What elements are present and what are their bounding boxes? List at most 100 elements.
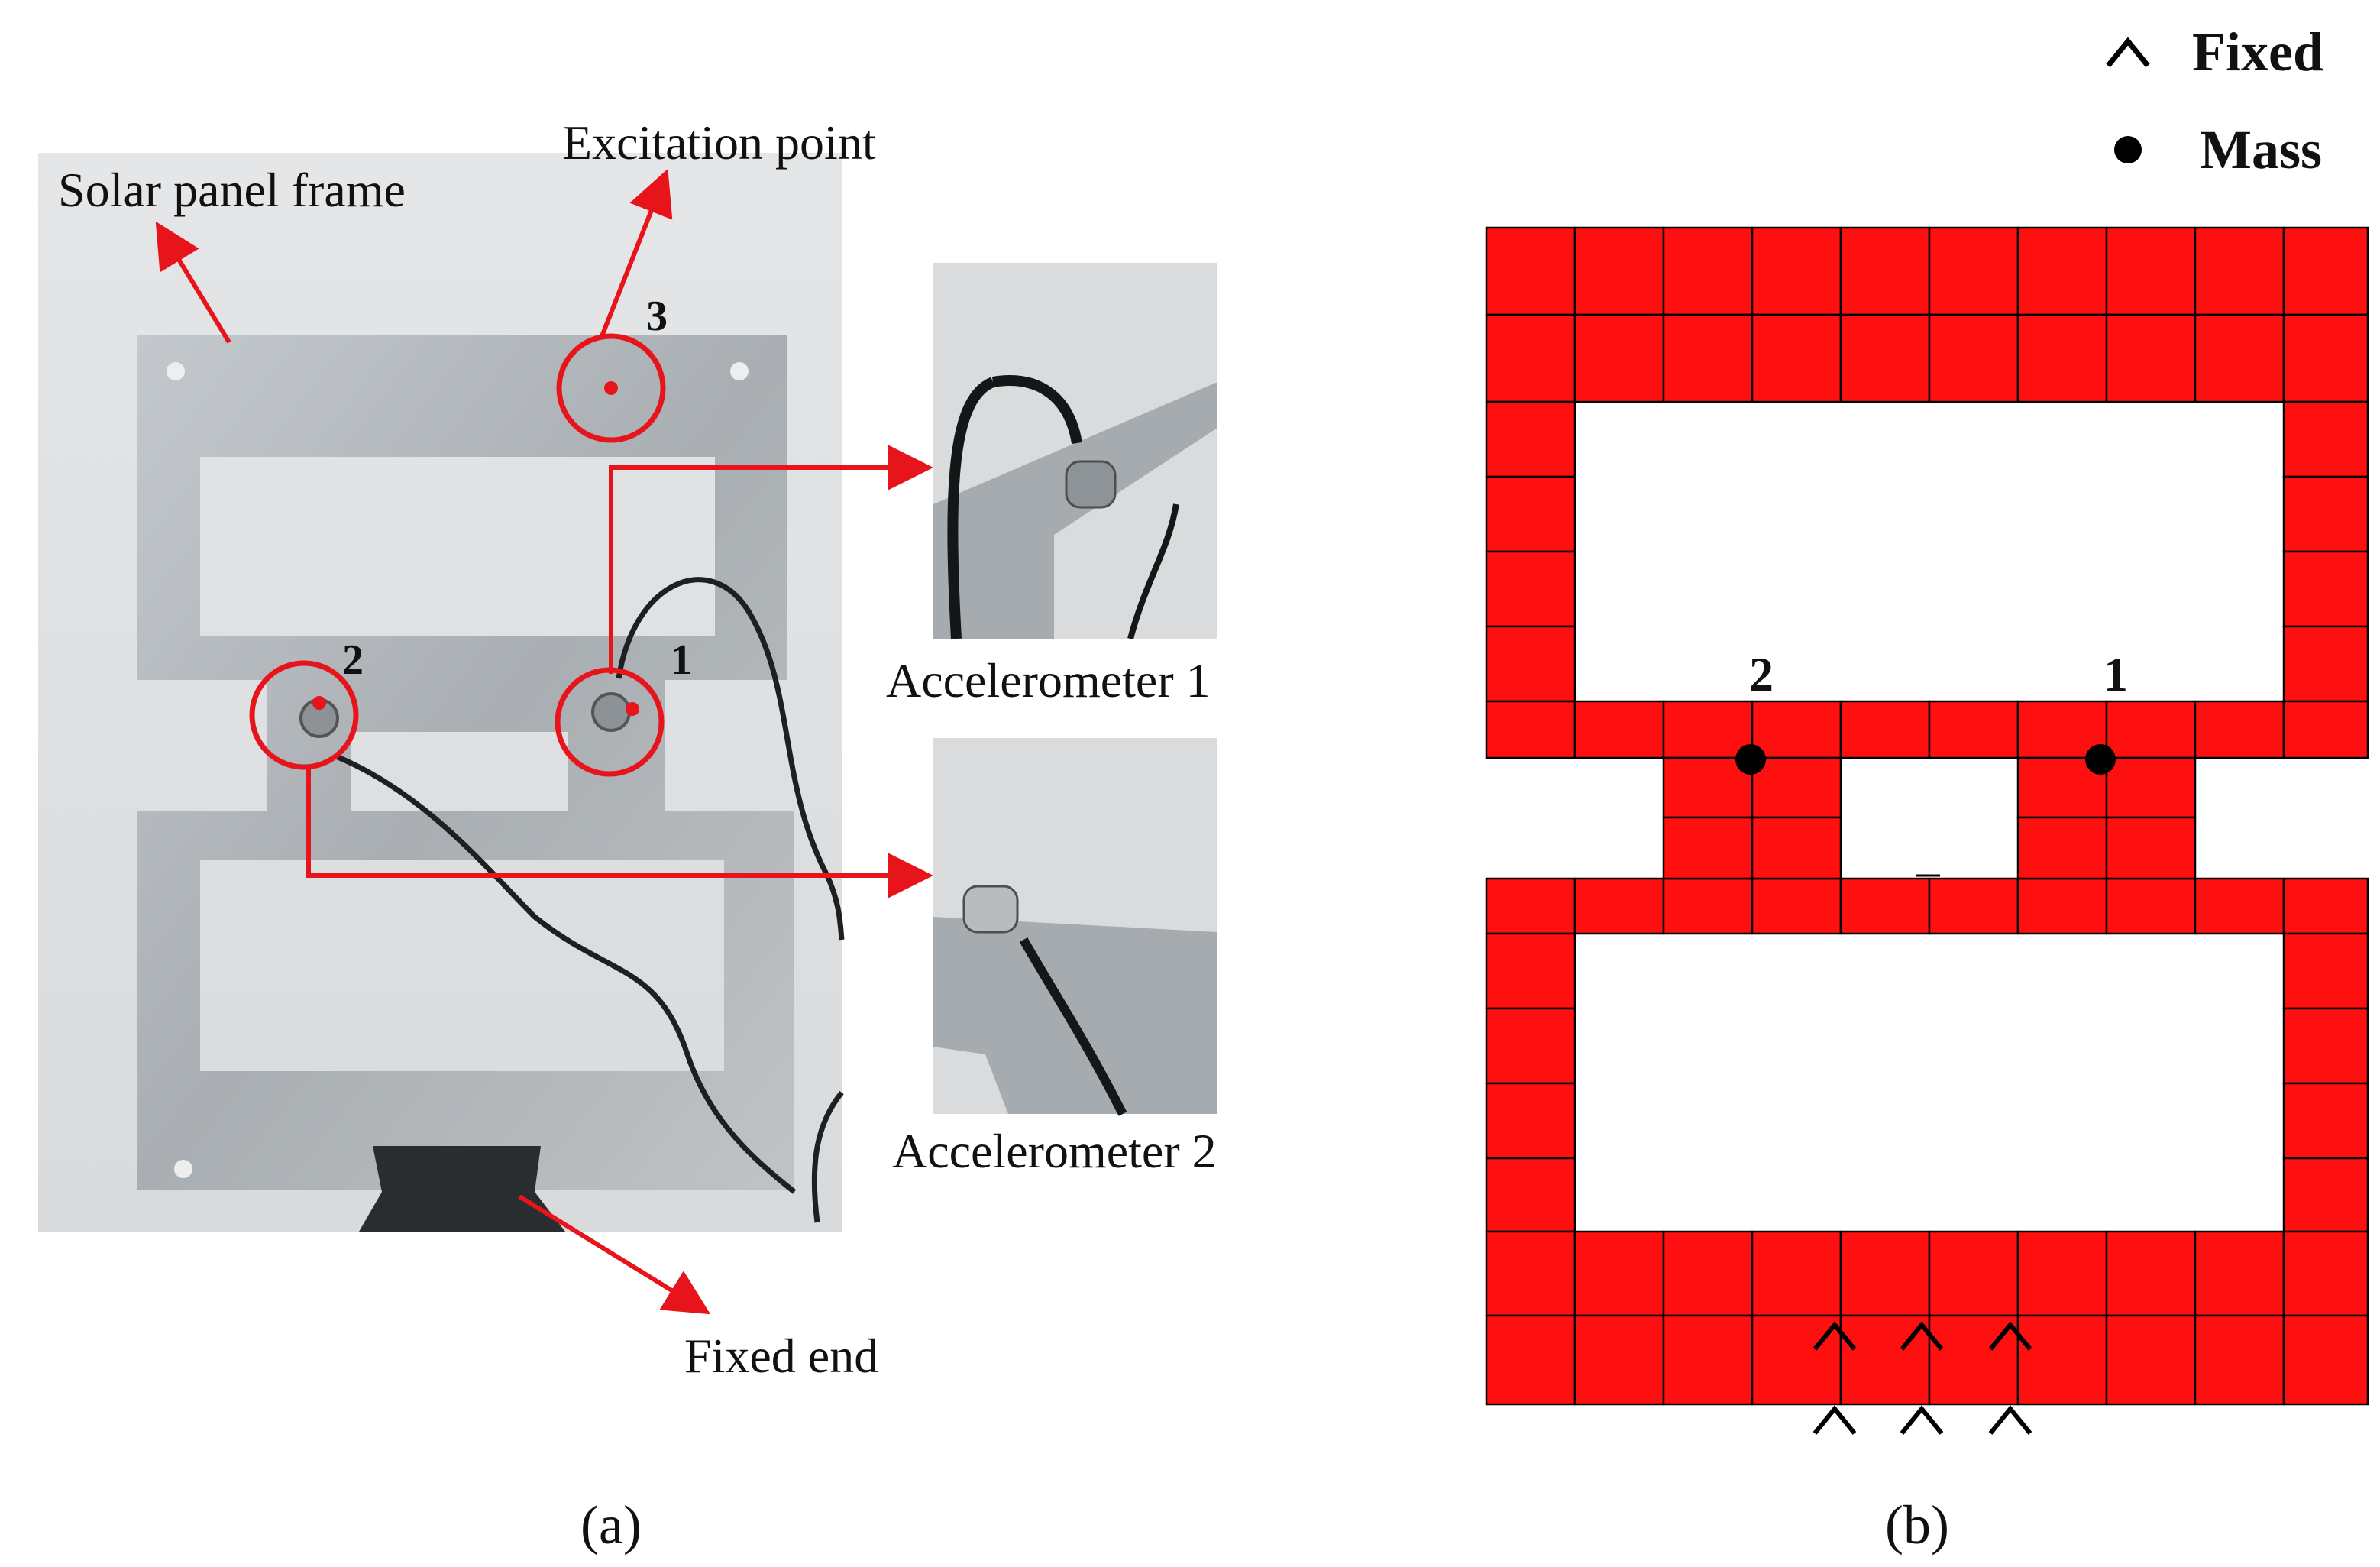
label-fixed-end: Fixed end: [684, 1329, 878, 1383]
solar-panel-frame-photo: [137, 335, 794, 1190]
mesh-element: [2282, 625, 2369, 703]
mesh-element: [1485, 1007, 1576, 1085]
point-1-dot: [626, 702, 639, 716]
mesh-element: [1839, 700, 1931, 759]
legend-mass-label: Mass: [2200, 119, 2322, 180]
mesh-element: [1928, 1230, 2019, 1317]
mesh-point-number-2: 2: [1749, 647, 1774, 701]
point-number-3: 3: [646, 293, 668, 340]
arrow-accelerometer-1: [609, 445, 933, 674]
mesh-element: [2282, 400, 2369, 478]
legend-mass-icon: [2114, 136, 2142, 163]
label-accelerometer-1: Accelerometer 1: [886, 653, 1211, 707]
mesh-element: [2105, 877, 2197, 935]
fixed-chevron: [1812, 1321, 1857, 1351]
mesh-element: [1573, 226, 1665, 316]
mesh-element: [2105, 1230, 2197, 1317]
mesh-element: [2282, 1007, 2369, 1085]
mesh-point-number-1: 1: [2104, 647, 2128, 701]
mesh-element: [2282, 313, 2369, 403]
mesh-element: [1485, 932, 1576, 1010]
mesh-element: [1751, 1314, 1842, 1406]
mesh-element: [1485, 625, 1576, 703]
mass-point-1: [2085, 744, 2116, 775]
point-number-2: 2: [342, 636, 364, 684]
fixed-chevron: [1812, 1405, 1857, 1435]
mesh-element: [2016, 877, 2108, 935]
fixed-constraints: [1812, 1321, 2032, 1435]
mesh-element: [1573, 1230, 1665, 1317]
mesh-element: [1573, 313, 1665, 403]
mesh-element: [2194, 700, 2285, 759]
mesh-element: [1485, 700, 1576, 759]
arrow-fixed-end: [518, 1194, 711, 1315]
accelerometer-2-inset: [933, 738, 1217, 1116]
mesh-element: [2282, 700, 2369, 759]
mesh-element: [1928, 700, 2019, 759]
mesh-element: [1662, 1314, 1754, 1406]
point-2-dot: [312, 696, 326, 710]
mesh-element: [2282, 1157, 2369, 1233]
accelerometer-1-sensor: [591, 692, 631, 732]
mesh-element: [1485, 1157, 1576, 1233]
mesh-element: [1485, 550, 1576, 628]
mesh-element: [1839, 313, 1931, 403]
mesh-element: [2282, 226, 2369, 316]
legend-fixed-icon: [2106, 37, 2150, 68]
mesh-element: [1751, 313, 1842, 403]
excitation-point-circle: [556, 333, 666, 443]
mesh-element: [1485, 313, 1576, 403]
mesh-element: [1839, 1230, 1931, 1317]
mesh-element: [1839, 877, 1931, 935]
caption-b: (b): [1885, 1494, 1949, 1556]
mount-hole: [174, 1160, 192, 1178]
mesh-element: [1662, 700, 1754, 759]
panel-a: 3 2 1 Solar panel frame Excitation point…: [38, 115, 1217, 1556]
mesh-element: [1928, 226, 2019, 316]
mesh-element: [1485, 1314, 1576, 1406]
panel-b: 2 1 Fixed Mass (b): [1485, 21, 2369, 1556]
mesh-element: [2194, 226, 2285, 316]
arrow-excitation-point: [600, 168, 673, 338]
mount-hole: [730, 362, 749, 380]
mesh-element: [1573, 700, 1665, 759]
mesh-element: [1485, 877, 1576, 935]
label-accelerometer-2: Accelerometer 2: [892, 1124, 1217, 1178]
mesh-element: [2016, 1230, 2108, 1317]
mesh-element: [2194, 313, 2285, 403]
mesh-element: [2282, 550, 2369, 628]
mesh-element: [1573, 877, 1665, 935]
excitation-point-dot: [604, 381, 618, 395]
mesh-element: [2016, 226, 2108, 316]
mesh-element: [2105, 700, 2197, 759]
mount-hole: [167, 362, 185, 380]
mesh-element: [2105, 756, 2197, 819]
mesh-element: [2282, 1230, 2369, 1317]
label-excitation-point: Excitation point: [562, 115, 876, 170]
mesh-element: [2016, 313, 2108, 403]
caption-a: (a): [580, 1494, 642, 1556]
mesh-element: [1485, 400, 1576, 478]
arrow-solar-panel-frame: [155, 221, 231, 344]
mesh-element: [1662, 226, 1754, 316]
mesh-element: [1662, 816, 1754, 880]
mesh-element: [1485, 1082, 1576, 1160]
label-solar-panel-frame: Solar panel frame: [58, 163, 406, 217]
mesh-element: [2105, 313, 2197, 403]
mesh-element: [1662, 756, 1754, 819]
legend: Fixed Mass: [2106, 21, 2323, 180]
mesh-element: [1751, 756, 1842, 819]
sensor-cable: [335, 753, 797, 1194]
mesh-element: [1751, 816, 1842, 880]
mesh-element: [1485, 475, 1576, 553]
sensor-cable: [811, 1090, 844, 1223]
fixed-chevron: [1900, 1321, 1944, 1351]
mass-point-2: [1735, 744, 1766, 775]
mesh-element: [2105, 1314, 2197, 1406]
clamp-photo: [359, 1146, 565, 1232]
mesh-element: [1485, 226, 1576, 316]
arrow-accelerometer-2: [306, 767, 933, 898]
mesh-element: [2282, 1082, 2369, 1160]
point-number-1: 1: [671, 636, 692, 684]
mesh-element: [1751, 877, 1842, 935]
